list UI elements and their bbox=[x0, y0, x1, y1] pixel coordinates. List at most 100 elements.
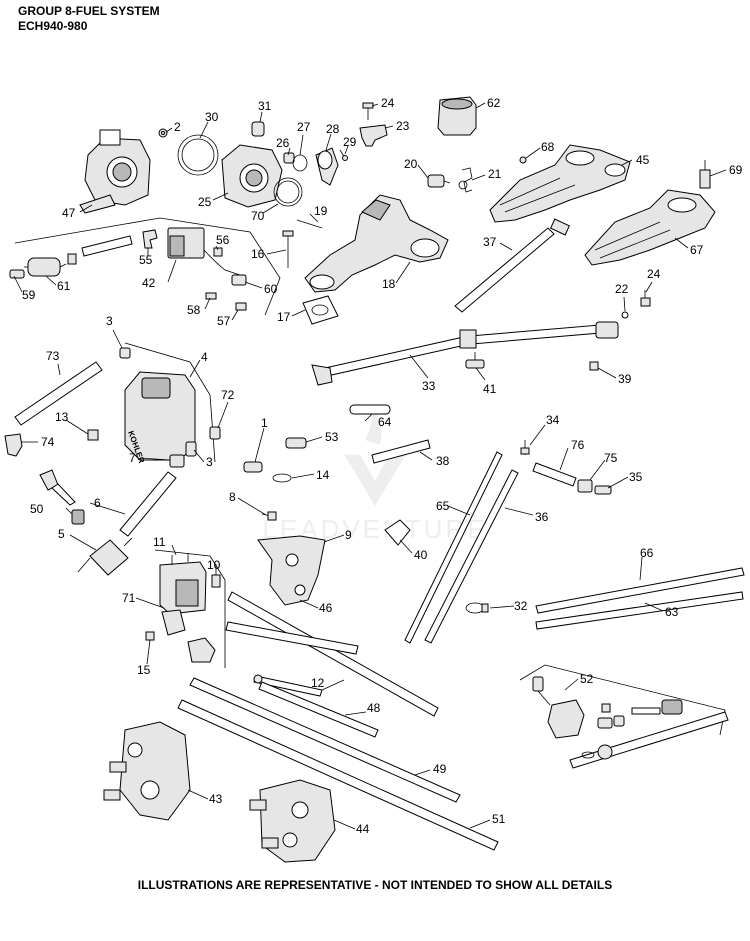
part-56-connector bbox=[213, 247, 223, 257]
part-24-bolt-right bbox=[640, 290, 651, 307]
callout-8: 8 bbox=[229, 490, 236, 504]
callout-55: 55 bbox=[139, 253, 153, 267]
part-57-clip bbox=[235, 302, 247, 311]
callout-2: 2 bbox=[174, 120, 181, 134]
part-58-clip bbox=[205, 292, 217, 300]
part-35-fitting bbox=[594, 485, 612, 495]
callout-31: 31 bbox=[258, 99, 272, 113]
callout-25: 25 bbox=[198, 195, 212, 209]
callout-12: 12 bbox=[311, 676, 325, 690]
part-64-hose bbox=[349, 404, 391, 415]
part-34-fitting bbox=[520, 440, 530, 455]
callout-66: 66 bbox=[640, 546, 654, 560]
part-67-exhaust-manifold bbox=[584, 189, 716, 266]
part-59-fitting bbox=[9, 269, 25, 279]
callout-43: 43 bbox=[209, 792, 223, 806]
part-61-fuel-filter bbox=[24, 257, 67, 277]
part-49-tube bbox=[189, 677, 461, 803]
part-43-bracket bbox=[103, 721, 191, 821]
part-70-gasket bbox=[273, 177, 303, 207]
part-55-elbow bbox=[142, 229, 158, 249]
part-45-exhaust-manifold bbox=[489, 144, 631, 223]
callout-26: 26 bbox=[276, 136, 290, 150]
callout-48: 48 bbox=[367, 701, 381, 715]
callout-20: 20 bbox=[404, 157, 418, 171]
part-48-tube bbox=[258, 681, 379, 738]
callout-63: 63 bbox=[665, 605, 679, 619]
model-range: ECH940-980 bbox=[18, 19, 88, 33]
callout-30: 30 bbox=[205, 110, 219, 124]
callout-23: 23 bbox=[396, 119, 410, 133]
part-40-gasket bbox=[384, 519, 411, 546]
subassembly-bracket-sensor bbox=[519, 664, 726, 736]
callout-68: 68 bbox=[541, 140, 555, 154]
callout-3-top: 3 bbox=[106, 314, 113, 328]
part-24-bolt bbox=[362, 102, 374, 120]
part-26-bushing bbox=[283, 152, 295, 164]
part-hose-upper bbox=[81, 235, 133, 257]
callout-5: 5 bbox=[58, 527, 65, 541]
part-23-map-sensor bbox=[359, 124, 388, 147]
part-44-bracket bbox=[249, 779, 336, 863]
callout-13: 13 bbox=[55, 410, 69, 424]
callout-65: 65 bbox=[436, 499, 450, 513]
callout-59: 59 bbox=[22, 288, 36, 302]
callout-38: 38 bbox=[436, 454, 450, 468]
callout-24: 24 bbox=[381, 96, 395, 110]
part-28-adapter bbox=[315, 147, 339, 186]
callout-41: 41 bbox=[483, 382, 497, 396]
part-15-screw bbox=[145, 631, 155, 641]
callout-37: 37 bbox=[483, 235, 497, 249]
callout-51: 51 bbox=[492, 812, 506, 826]
callout-14: 14 bbox=[316, 468, 330, 482]
part-tube-lower bbox=[225, 621, 359, 655]
part-32-clamp bbox=[465, 602, 489, 614]
part-31-spacer bbox=[251, 121, 265, 137]
callout-22: 22 bbox=[615, 282, 629, 296]
part-19-rod bbox=[296, 219, 323, 229]
part-1-clamp bbox=[243, 461, 263, 473]
part-4-ecu-module: KOHLER bbox=[124, 371, 196, 465]
part-69-fitting bbox=[699, 160, 711, 189]
callout-44: 44 bbox=[356, 822, 370, 836]
callout-7: 7 bbox=[129, 451, 136, 465]
part-52-sensor-assembly bbox=[532, 676, 729, 769]
callout-11: 11 bbox=[153, 535, 166, 549]
part-inline-filter bbox=[187, 637, 216, 663]
callout-49: 49 bbox=[433, 762, 447, 776]
part-8-bolt bbox=[261, 511, 277, 521]
part-13-clip bbox=[87, 429, 99, 441]
part-46-tube bbox=[227, 591, 439, 717]
part-51-tube bbox=[177, 699, 499, 851]
part-41-fitting bbox=[465, 352, 485, 369]
callout-73: 73 bbox=[46, 349, 60, 363]
page-header: GROUP 8-FUEL SYSTEM ECH940-980 bbox=[18, 4, 160, 34]
callout-45: 45 bbox=[636, 153, 650, 167]
callout-61: 61 bbox=[57, 279, 71, 293]
callout-18: 18 bbox=[382, 277, 396, 291]
part-66-tube bbox=[535, 567, 745, 614]
part-50-sensor-line bbox=[39, 469, 85, 525]
part-65-tube bbox=[404, 451, 503, 644]
part-18-intake-manifold bbox=[304, 194, 449, 293]
part-3-lower-fitting bbox=[185, 441, 197, 457]
part-29-screw bbox=[339, 149, 348, 161]
callout-64: 64 bbox=[378, 415, 392, 429]
part-38-hose bbox=[371, 439, 431, 464]
callout-67: 67 bbox=[690, 243, 704, 257]
part-76-hose bbox=[532, 462, 577, 487]
part-17-gasket bbox=[302, 295, 339, 325]
callout-labels: 2 30 31 26 27 28 29 24 23 62 20 21 25 47… bbox=[22, 96, 743, 836]
callout-16: 16 bbox=[251, 247, 265, 261]
part-73-tube bbox=[14, 361, 103, 426]
callout-21: 21 bbox=[488, 167, 502, 181]
part-3-fitting bbox=[119, 347, 131, 359]
part-33-fuel-line bbox=[311, 321, 619, 386]
part-37-end-fitting bbox=[549, 218, 571, 236]
callout-46: 46 bbox=[319, 601, 333, 615]
callout-10: 10 bbox=[207, 558, 221, 572]
callout-28: 28 bbox=[326, 122, 340, 136]
callout-17: 17 bbox=[277, 310, 291, 324]
callout-50: 50 bbox=[30, 502, 44, 516]
subassembly-bracket-pump bbox=[154, 549, 226, 668]
